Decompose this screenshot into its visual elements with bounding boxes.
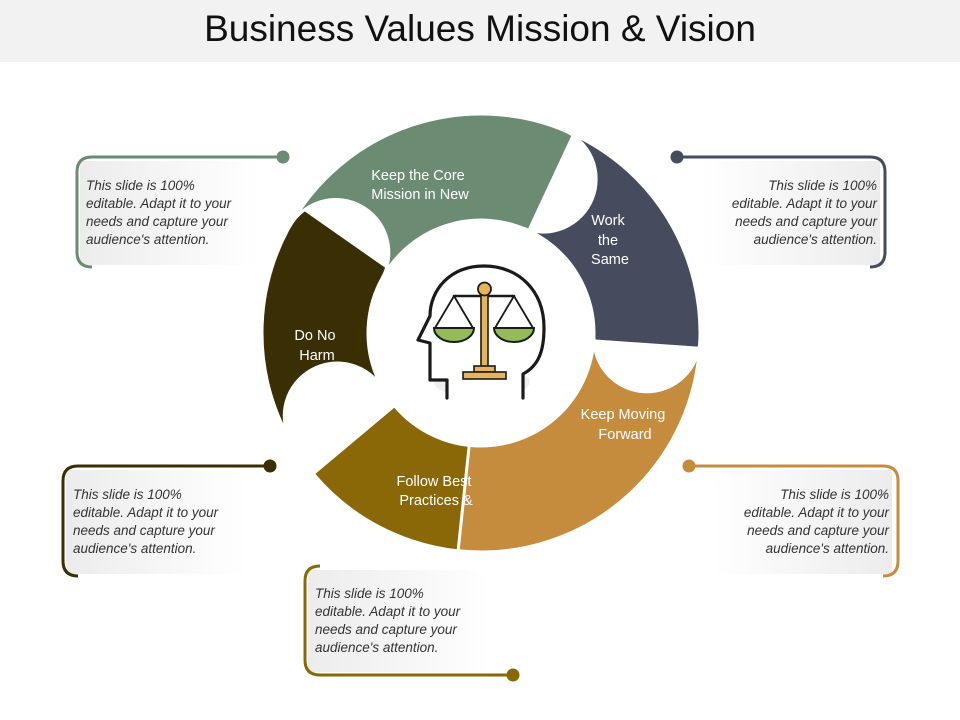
callout-text-bottom: This slide is 100% editable. Adapt it to… bbox=[315, 585, 491, 657]
callout-bg-middle-left bbox=[66, 470, 246, 574]
callout-dot-bottom bbox=[506, 668, 520, 682]
title-bar bbox=[0, 0, 960, 62]
callout-text-middle-right: This slide is 100% editable. Adapt it to… bbox=[713, 486, 889, 558]
segment-label-line: Forward bbox=[598, 427, 651, 443]
segment-label-line: Work bbox=[591, 213, 625, 229]
callout-line: This slide is 100% bbox=[768, 178, 877, 193]
callout-connector-top-right bbox=[677, 155, 887, 269]
segment-label-line: the bbox=[598, 233, 618, 249]
callout-line: audience's attention. bbox=[86, 232, 210, 247]
callout-line: needs and capture your bbox=[747, 523, 889, 538]
callout-connector-middle-right bbox=[689, 464, 900, 578]
segment-label-line: Practices & bbox=[399, 493, 473, 509]
callout-bg-bottom bbox=[308, 570, 490, 672]
head-with-balance-scale-icon bbox=[416, 264, 546, 400]
callout-bg-middle-right bbox=[712, 470, 892, 574]
segment-label-line: Keep Moving bbox=[581, 407, 666, 423]
callout-connector-top-left bbox=[75, 155, 283, 269]
segment-label-line: Mission in New bbox=[371, 187, 469, 203]
callout-text-middle-left: This slide is 100% editable. Adapt it to… bbox=[73, 486, 249, 558]
callout-line: This slide is 100% bbox=[315, 586, 424, 601]
segment-label-keep-core: Keep the Core Mission in New bbox=[371, 168, 469, 203]
segment-label-line: Same bbox=[591, 252, 629, 268]
ring-segments bbox=[260, 112, 702, 554]
ring-segment-keep-core bbox=[288, 112, 576, 279]
segment-label-keep-moving: Keep Moving Forward bbox=[581, 407, 670, 443]
callout-dot-top-left bbox=[276, 150, 290, 164]
segment-label-work-same: Work the Same bbox=[591, 213, 629, 268]
segment-label-line: Follow Best bbox=[397, 474, 472, 490]
callout-line: needs and capture your bbox=[86, 214, 228, 229]
callout-bg-top-right bbox=[700, 161, 880, 265]
callout-line: This slide is 100% bbox=[86, 178, 195, 193]
callout-line: editable. Adapt it to your bbox=[731, 196, 877, 211]
callout-line: needs and capture your bbox=[735, 214, 877, 229]
callout-line: audience's attention. bbox=[765, 541, 889, 556]
callout-dot-middle-left bbox=[263, 459, 277, 473]
callout-line: editable. Adapt it to your bbox=[73, 505, 219, 520]
callout-line: editable. Adapt it to your bbox=[315, 604, 461, 619]
callout-text-top-right: This slide is 100% editable. Adapt it to… bbox=[701, 177, 877, 249]
callout-line: editable. Adapt it to your bbox=[743, 505, 889, 520]
callout-connector-middle-left bbox=[61, 464, 270, 578]
segment-label-line: Harm bbox=[299, 348, 334, 364]
callout-line: needs and capture your bbox=[73, 523, 215, 538]
segment-label-line: Keep the Core bbox=[371, 168, 465, 184]
callout-dot-middle-right bbox=[682, 459, 696, 473]
callout-connector-bottom bbox=[303, 564, 513, 677]
segment-label-do-no-harm: Do No Harm bbox=[294, 328, 339, 364]
callout-line: audience's attention. bbox=[315, 640, 439, 655]
segment-label-follow-best: Follow Best Practices & bbox=[397, 474, 476, 509]
callout-dot-top-right bbox=[670, 150, 684, 164]
page-title: Business Values Mission & Vision bbox=[204, 8, 756, 49]
callout-line: This slide is 100% bbox=[73, 487, 182, 502]
callout-line: needs and capture your bbox=[315, 622, 457, 637]
callout-line: audience's attention. bbox=[753, 232, 877, 247]
callout-line: This slide is 100% bbox=[780, 487, 889, 502]
callout-line: editable. Adapt it to your bbox=[86, 196, 232, 211]
callout-bg-top-left bbox=[80, 161, 260, 265]
callout-line: audience's attention. bbox=[73, 541, 197, 556]
callout-text-top-left: This slide is 100% editable. Adapt it to… bbox=[86, 177, 262, 249]
segment-label-line: Do No bbox=[294, 328, 335, 344]
